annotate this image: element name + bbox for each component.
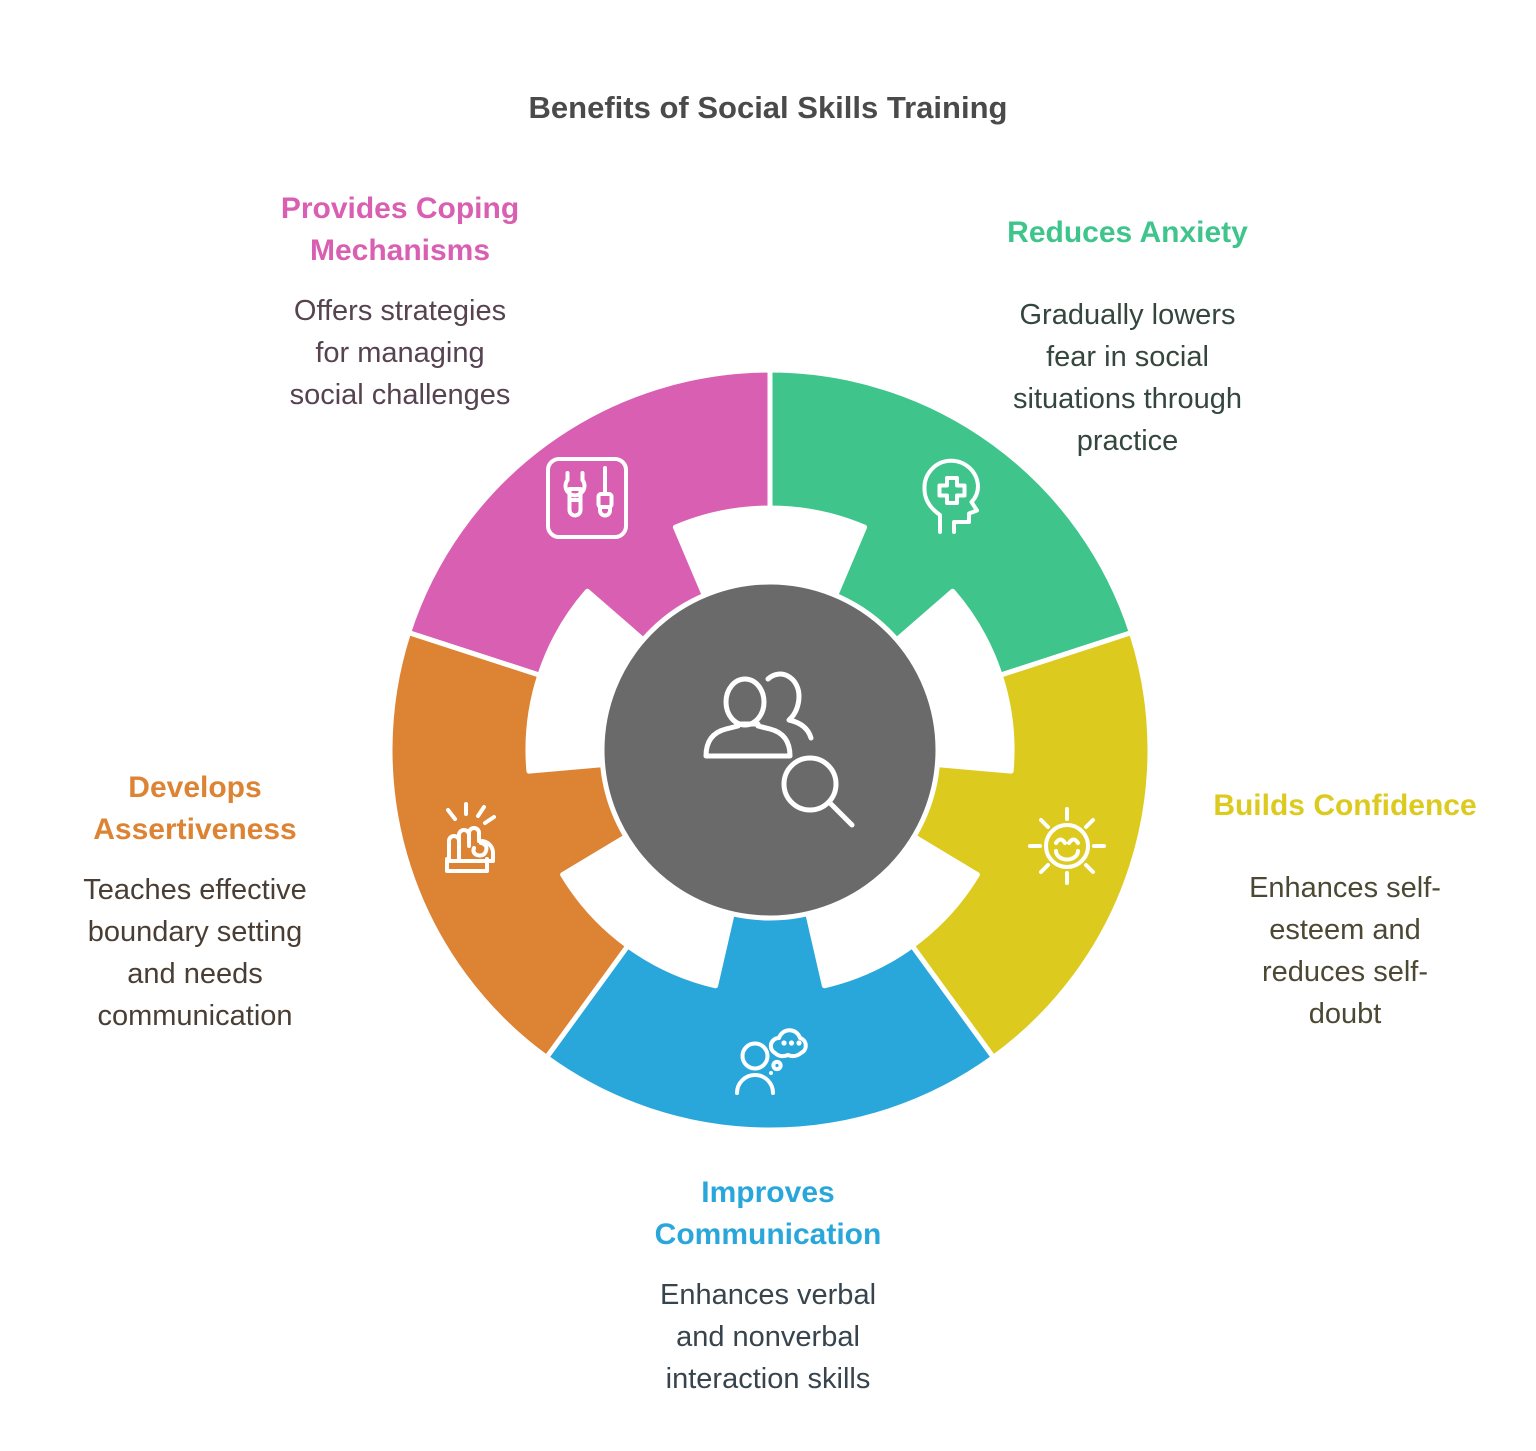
head-plus-icon	[922, 458, 980, 534]
segment-description: Enhances verbal and nonverbal interactio…	[659, 1279, 877, 1395]
segment-develops-assertiveness	[387, 630, 643, 1060]
segment-text-builds-confidence: Builds Confidence Enhances self- esteem …	[1185, 767, 1505, 1053]
raised-fist-icon	[445, 802, 496, 873]
segment-label: Provides Coping Mechanisms	[280, 192, 520, 267]
segment-label: Improves Communication	[654, 1176, 882, 1251]
diagram-title: Benefits of Social Skills Training	[528, 90, 1008, 125]
center-circle	[599, 579, 941, 921]
segment-label: Reduces Anxiety	[1007, 216, 1248, 249]
segment-text-reduces-anxiety: Reduces Anxiety Gradually lowers fear in…	[955, 194, 1300, 480]
segment-description: Enhances self- esteem and reduces self- …	[1249, 872, 1441, 1030]
ring-segments	[387, 367, 1153, 1133]
segment-description: Gradually lowers fear in social situatio…	[1013, 299, 1242, 457]
person-thought-bubble-icon	[735, 1028, 808, 1095]
tools-icon	[546, 457, 628, 539]
sun-smile-icon	[1028, 807, 1106, 885]
segment-text-provides-coping-mechanisms: Provides Coping Mechanisms Offers strate…	[225, 170, 575, 434]
segment-description: Teaches effective boundary setting and n…	[83, 874, 307, 1032]
segment-description: Offers strategies for managing social ch…	[289, 295, 511, 411]
segment-label: Develops Assertiveness	[93, 771, 297, 846]
people-search-icon	[703, 671, 855, 828]
segment-text-improves-communication: Improves Communication Enhances verbal a…	[595, 1154, 941, 1418]
segment-text-develops-assertiveness: Develops Assertiveness Teaches effective…	[25, 749, 365, 1055]
segment-label: Builds Confidence	[1213, 789, 1477, 822]
